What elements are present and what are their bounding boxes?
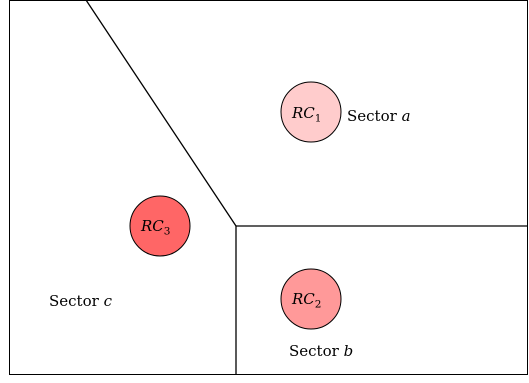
- sector-c-label: Sector c: [49, 292, 113, 310]
- sector-c-label-var: c: [104, 292, 113, 310]
- node-rc2-label-sub: 2: [315, 299, 322, 311]
- sector-b-label-prefix: Sector: [289, 342, 344, 360]
- node-rc1-label-sub: 1: [315, 113, 322, 125]
- node-rc3-circle: [129, 195, 191, 257]
- sector-a-label-var: a: [402, 107, 411, 125]
- boundary-line-diagonal: [85, 0, 237, 227]
- diagram-frame: [9, 0, 528, 375]
- node-rc1-circle: [280, 81, 342, 143]
- node-rc1-label: RC1: [291, 104, 321, 125]
- node-rc3-label-sub: 3: [164, 226, 171, 238]
- node-rc3-label: RC3: [140, 217, 170, 238]
- node-rc3: RC3: [129, 195, 191, 257]
- sector-b-label-var: b: [344, 342, 354, 360]
- node-rc3-label-main: RC: [140, 217, 164, 235]
- sector-b-label: Sector b: [289, 342, 353, 360]
- node-rc2: RC2: [280, 268, 342, 330]
- node-rc1: RC1: [280, 81, 342, 143]
- node-rc2-circle: [280, 268, 342, 330]
- sector-a-label: Sector a: [347, 107, 411, 125]
- node-rc2-label-main: RC: [291, 290, 315, 308]
- node-rc2-label: RC2: [291, 290, 321, 311]
- sector-a-label-prefix: Sector: [347, 107, 402, 125]
- sector-c-label-prefix: Sector: [49, 292, 104, 310]
- node-rc1-label-main: RC: [291, 104, 315, 122]
